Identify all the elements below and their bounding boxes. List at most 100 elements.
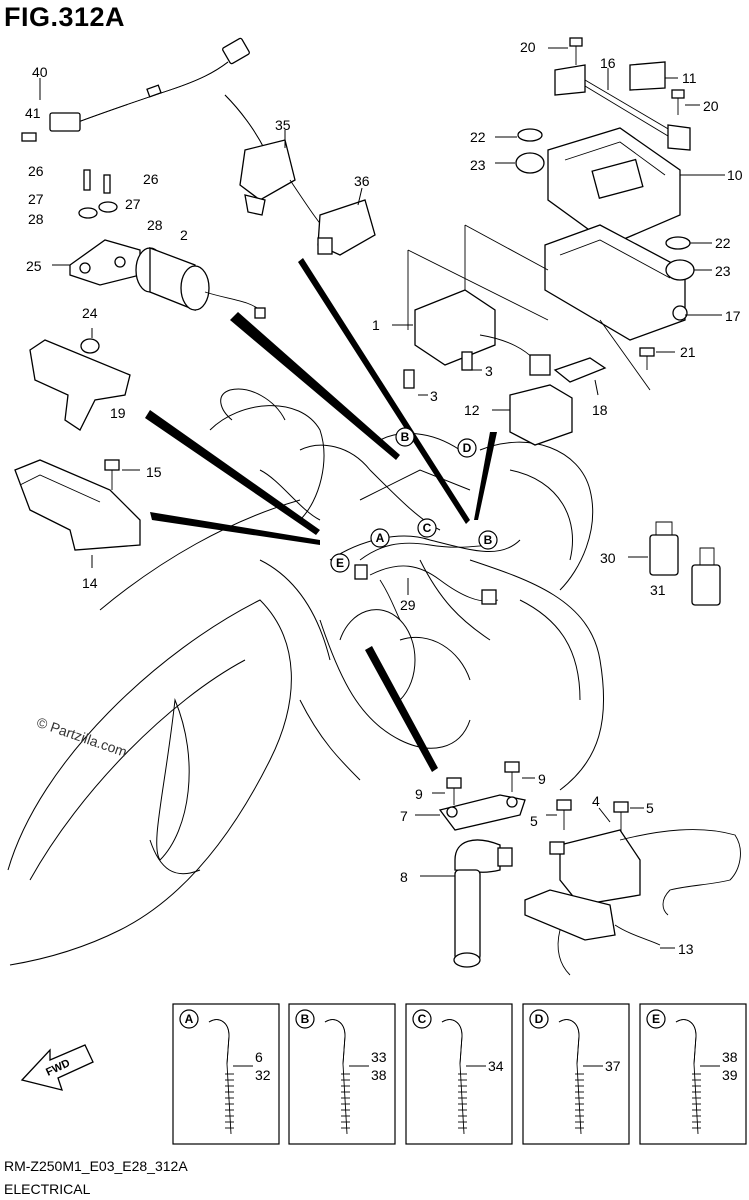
- panel-letter-marker: [179, 1009, 199, 1029]
- part-number-label: 5: [646, 800, 654, 816]
- plug-cap-8: [420, 839, 513, 968]
- panel-letter-marker: [646, 1009, 666, 1029]
- svg-text:E: E: [336, 556, 344, 570]
- part-number-label: 12: [464, 402, 480, 418]
- panel-letter-marker: [412, 1009, 432, 1029]
- part-number-label: 27: [28, 191, 44, 207]
- part-number-label: 23: [715, 263, 731, 279]
- panel-letter: D: [535, 1012, 544, 1026]
- relay-1: [392, 289, 551, 396]
- part-number-label: 35: [275, 117, 291, 133]
- panel-letter-marker: [529, 1009, 549, 1029]
- panel-part-label: 39: [722, 1067, 738, 1083]
- part-number-label: 7: [400, 808, 408, 824]
- part-number-label: 26: [143, 171, 159, 187]
- part-number-label: 26: [28, 163, 44, 179]
- pointer-wedge: [474, 432, 497, 520]
- pointer-wedge: [365, 646, 438, 772]
- label-11: [629, 61, 678, 91]
- clamp-body: [208, 1019, 230, 1065]
- pointer-wedge: [230, 312, 400, 460]
- regulator-2: [135, 247, 266, 319]
- callout-letters: B D C A B E: [330, 427, 498, 573]
- part-number-label: 21: [680, 344, 696, 360]
- part-number-label: 1: [372, 317, 380, 333]
- callout-marker: B: [478, 530, 498, 550]
- panel-letter: A: [185, 1012, 194, 1026]
- wiring-harness-29: [354, 542, 499, 621]
- bracket-18: [553, 357, 607, 396]
- panel-letter-marker: [295, 1009, 315, 1029]
- bracket-17: [544, 224, 722, 341]
- clamp-body: [675, 1019, 697, 1065]
- panel-part-label: 38: [371, 1067, 387, 1083]
- sub-harness-40: [21, 37, 250, 142]
- detail-panel: D37: [522, 1003, 630, 1145]
- bracket-25-assembly: [52, 169, 141, 286]
- clamp-body: [441, 1019, 463, 1065]
- part-number-label: 40: [32, 64, 48, 80]
- part-number-label: 4: [592, 793, 600, 809]
- ignition-coil-4: [546, 799, 741, 916]
- part-number-label: 13: [678, 941, 694, 957]
- pointer-wedge: [145, 410, 320, 535]
- panel-letter: B: [301, 1012, 310, 1026]
- diagram-code: RM-Z250M1_E03_E28_312A: [4, 1158, 188, 1174]
- callout-marker: A: [370, 528, 390, 548]
- svg-text:B: B: [484, 533, 493, 547]
- part-number-label: 15: [146, 464, 162, 480]
- part-number-label: 10: [727, 167, 743, 183]
- part-number-label: 16: [600, 55, 616, 71]
- bracket-7: [415, 794, 526, 831]
- part-number-label: 17: [725, 308, 741, 324]
- detail-panel: C34: [405, 1003, 513, 1145]
- panel-part-label: 6: [255, 1049, 263, 1065]
- part-number-label: 14: [82, 575, 98, 591]
- bracket-13: [524, 889, 675, 976]
- svg-text:D: D: [463, 441, 472, 455]
- connectors-30-31: [628, 521, 721, 606]
- part-number-label: 20: [520, 39, 536, 55]
- bracket-19: [29, 328, 131, 431]
- part-number-label: 36: [354, 173, 370, 189]
- part-number-label: 9: [415, 786, 423, 802]
- callout-marker: C: [417, 518, 437, 538]
- part-number-label: 22: [715, 235, 731, 251]
- svg-text:C: C: [423, 521, 432, 535]
- pointer-wedge: [298, 258, 470, 524]
- part-number-label: 19: [110, 405, 126, 421]
- part-number-label: 31: [650, 582, 666, 598]
- svg-text:B: B: [401, 430, 410, 444]
- switch-36: [289, 179, 376, 256]
- band-16: [554, 64, 691, 151]
- starter-relay-12: [492, 384, 573, 446]
- part-number-label: 28: [28, 211, 44, 227]
- part-number-label: 27: [125, 196, 141, 212]
- panel-letter: C: [418, 1012, 427, 1026]
- grommets-22-23: [495, 128, 712, 281]
- bolts-20: [548, 37, 700, 115]
- part-number-label: 8: [400, 869, 408, 885]
- part-number-label: 22: [470, 129, 486, 145]
- part-number-label: 41: [25, 105, 41, 121]
- part-number-label: 30: [600, 550, 616, 566]
- switch-35: [224, 94, 296, 216]
- part-number-label: 25: [26, 258, 42, 274]
- clamp-body: [324, 1019, 346, 1065]
- panel-part-label: 32: [255, 1067, 271, 1083]
- part-number-label: 20: [703, 98, 719, 114]
- part-number-label: 28: [147, 217, 163, 233]
- part-number-label: 11: [682, 70, 697, 86]
- clamp-body: [558, 1019, 580, 1065]
- panel-part-label: 33: [371, 1049, 387, 1065]
- part-number-label: 2: [180, 227, 188, 243]
- bolts-9: [432, 761, 535, 805]
- callout-marker: E: [330, 553, 350, 573]
- svg-text:A: A: [376, 531, 385, 545]
- bracket-14: [14, 459, 141, 568]
- detail-panel: A 6 32: [172, 1003, 280, 1145]
- part-number-label: 5: [530, 813, 538, 829]
- part-number-label: 3: [430, 388, 438, 404]
